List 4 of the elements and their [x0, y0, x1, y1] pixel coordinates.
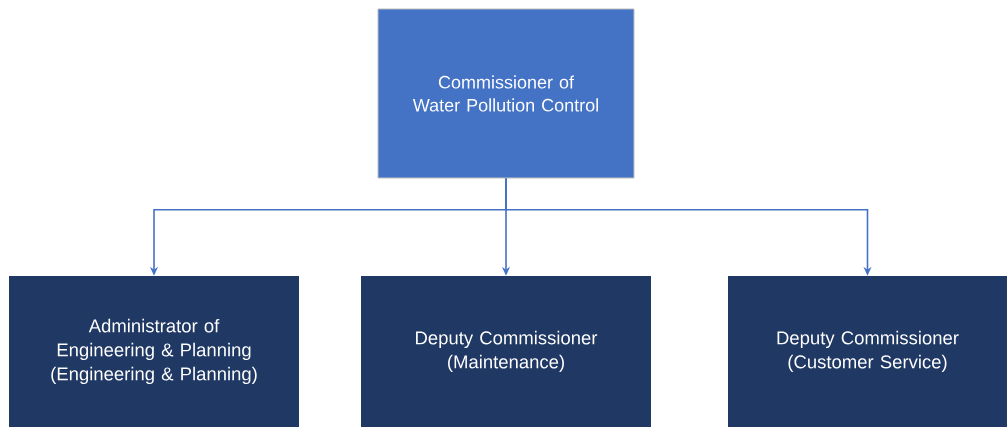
department-box: Deputy Commissioner (Maintenance)	[361, 276, 651, 427]
department-box: Deputy Commissioner (Customer Service)	[728, 276, 1007, 427]
executive-box: Commissioner of Water Pollution Control	[377, 8, 635, 179]
department-box: Administrator of Engineering & Planning (Engineering & Planning)	[9, 276, 299, 427]
